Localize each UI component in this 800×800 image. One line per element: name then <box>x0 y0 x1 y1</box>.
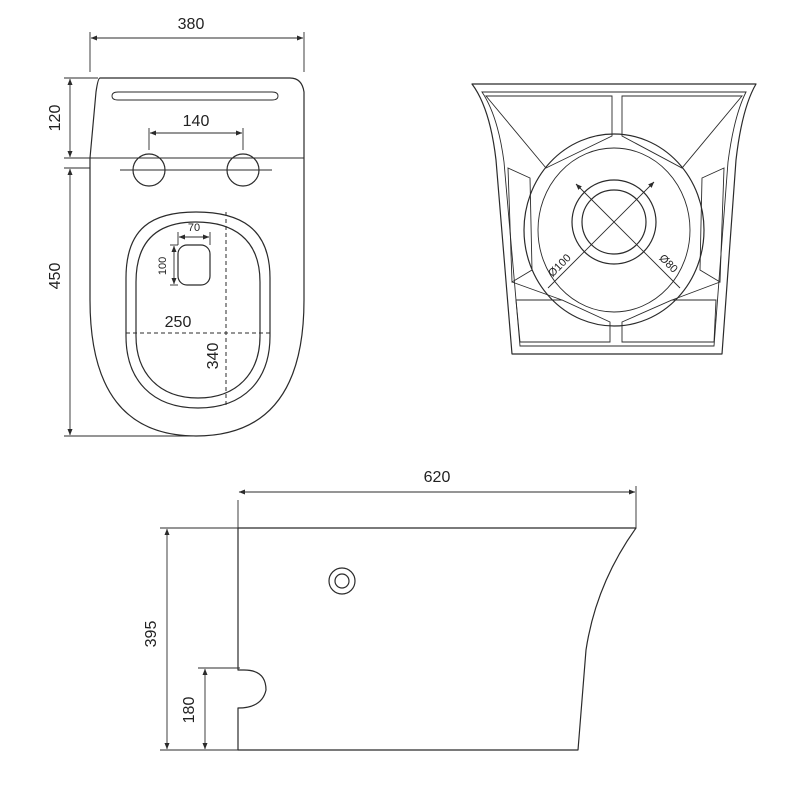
side-view-outline <box>237 527 637 751</box>
top-view-outline <box>89 77 305 437</box>
dim-label-bowl-length: 450 <box>47 263 64 290</box>
rear-rib-bottom-right <box>621 299 717 343</box>
rear-rib-bottom-left <box>515 299 611 343</box>
dim-label-opening-width: 250 <box>165 314 192 331</box>
rear-rib-left <box>507 167 533 283</box>
dim-label-outlet-length: 100 <box>157 257 169 275</box>
dim-label-rim-depth: 120 <box>47 105 64 132</box>
dim-label-outlet-width: 70 <box>188 222 200 234</box>
side-view: 620 395 180 <box>143 469 637 751</box>
bowl-opening-outer <box>125 211 271 409</box>
diameter-line-inner <box>575 183 681 289</box>
rear-view-outline <box>471 83 757 355</box>
rear-view: Ø100 Ø80 <box>471 83 757 355</box>
dim-label-height: 395 <box>143 621 160 648</box>
water-inlet-outer <box>328 567 356 595</box>
dim-label-hole-spacing: 140 <box>183 113 210 130</box>
rear-view-flange <box>481 91 747 347</box>
bowl-outlet <box>177 244 211 286</box>
dim-label-inner-diameter: Ø80 <box>657 252 680 275</box>
outlet-boss-outer <box>523 133 705 327</box>
rear-rib-top-right <box>621 95 743 169</box>
dim-label-outlet-height: 180 <box>181 697 198 724</box>
diameter-line-outer <box>547 181 655 289</box>
top-view: 380 120 140 450 70 100 250 340 <box>47 16 305 437</box>
rear-rib-top-left <box>485 95 613 169</box>
outlet-pipe-inner <box>581 189 647 255</box>
bowl-opening-inner <box>135 221 261 399</box>
outlet-boss-inner <box>537 147 691 313</box>
dim-label-opening-length: 340 <box>205 343 222 370</box>
water-inlet-inner <box>334 573 350 589</box>
dim-label-width: 380 <box>178 16 205 33</box>
rim-slot <box>111 91 279 101</box>
outlet-pipe-outer <box>571 179 657 265</box>
dim-label-length: 620 <box>424 469 451 486</box>
rear-rib-right <box>699 167 725 283</box>
